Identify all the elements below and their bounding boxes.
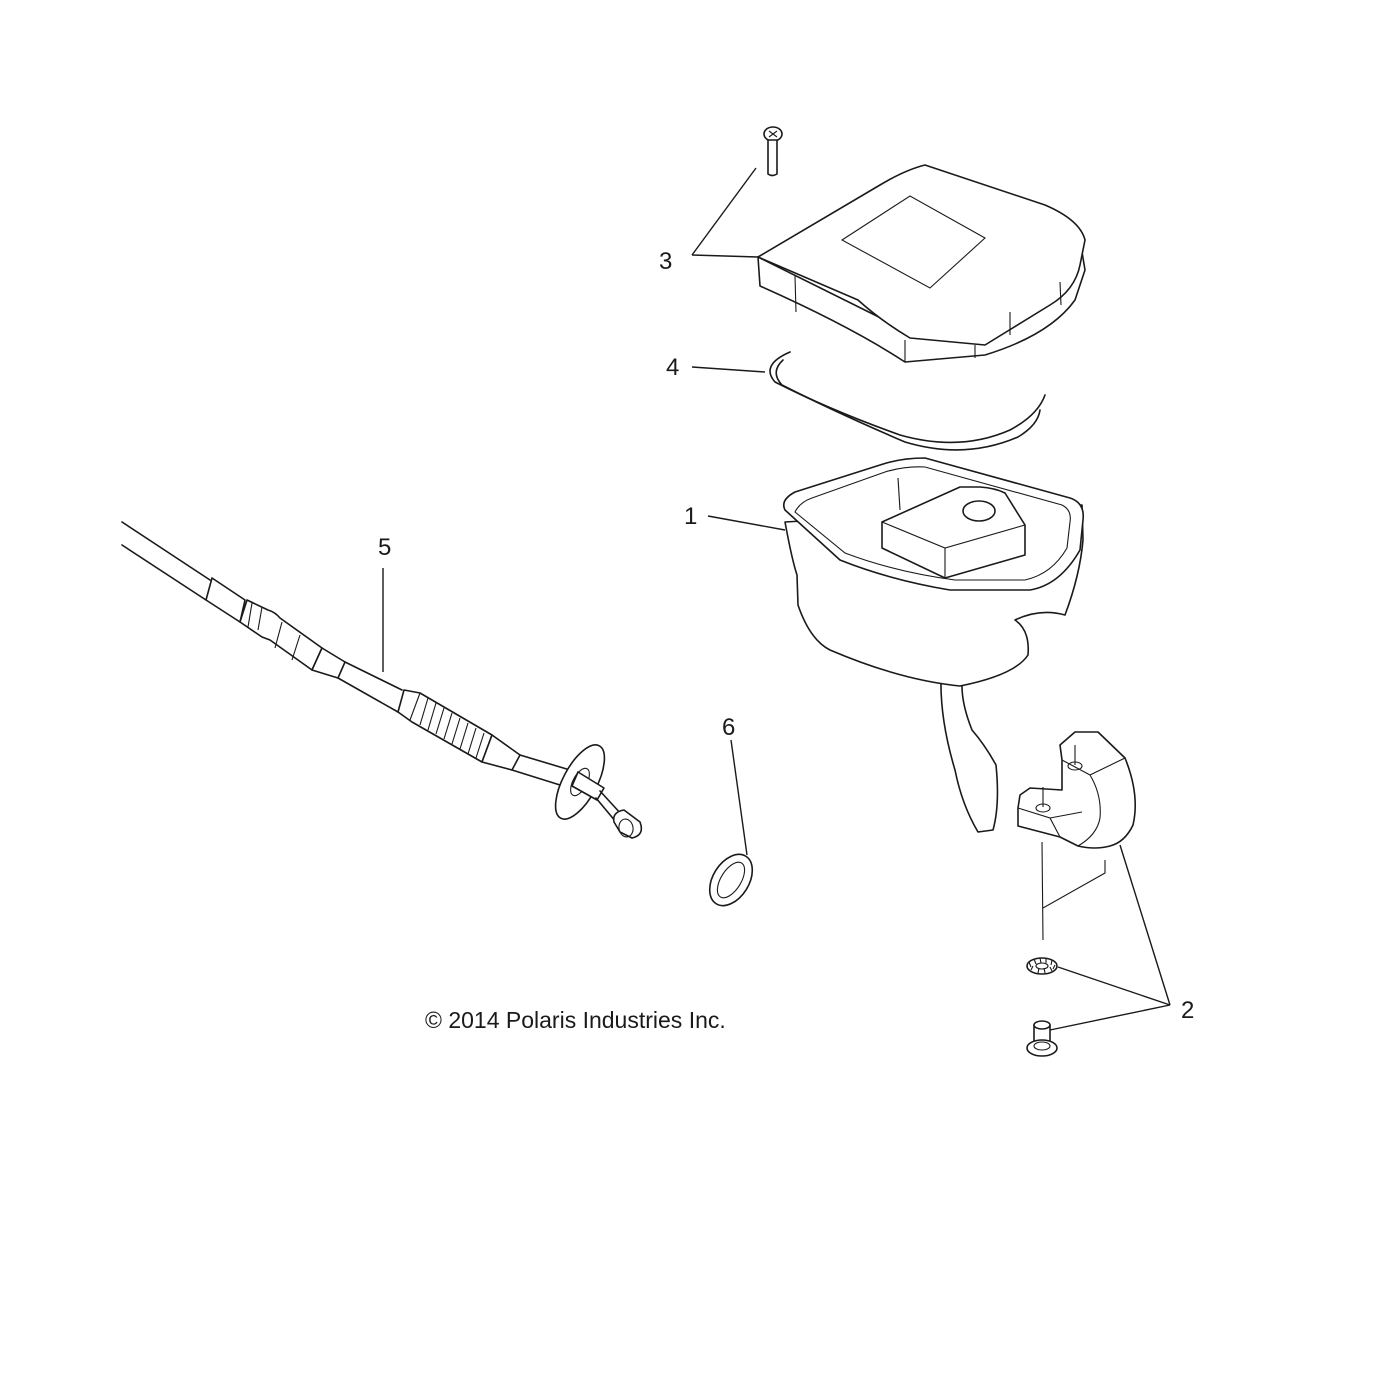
callout-5: 5: [378, 534, 391, 561]
callout-2: 2: [1181, 997, 1194, 1024]
leader-lines: [382, 167, 1171, 1031]
callout-4: 4: [666, 354, 679, 381]
callout-6: 6: [722, 714, 735, 741]
brake-cable: [121, 521, 643, 839]
handlebar-clamp: [1017, 731, 1137, 941]
copyright-text: © 2014 Polaris Industries Inc.: [425, 1007, 726, 1033]
lock-washer: [1026, 957, 1058, 975]
o-ring: [708, 853, 754, 907]
reservoir-cover: [757, 164, 1086, 363]
cover-screw: [763, 126, 783, 177]
clamp-screw: [1026, 1020, 1058, 1057]
callout-3: 3: [659, 248, 672, 275]
master-cylinder-body: [782, 457, 1085, 833]
callout-1: 1: [684, 503, 697, 530]
cover-gasket: [769, 351, 1046, 451]
